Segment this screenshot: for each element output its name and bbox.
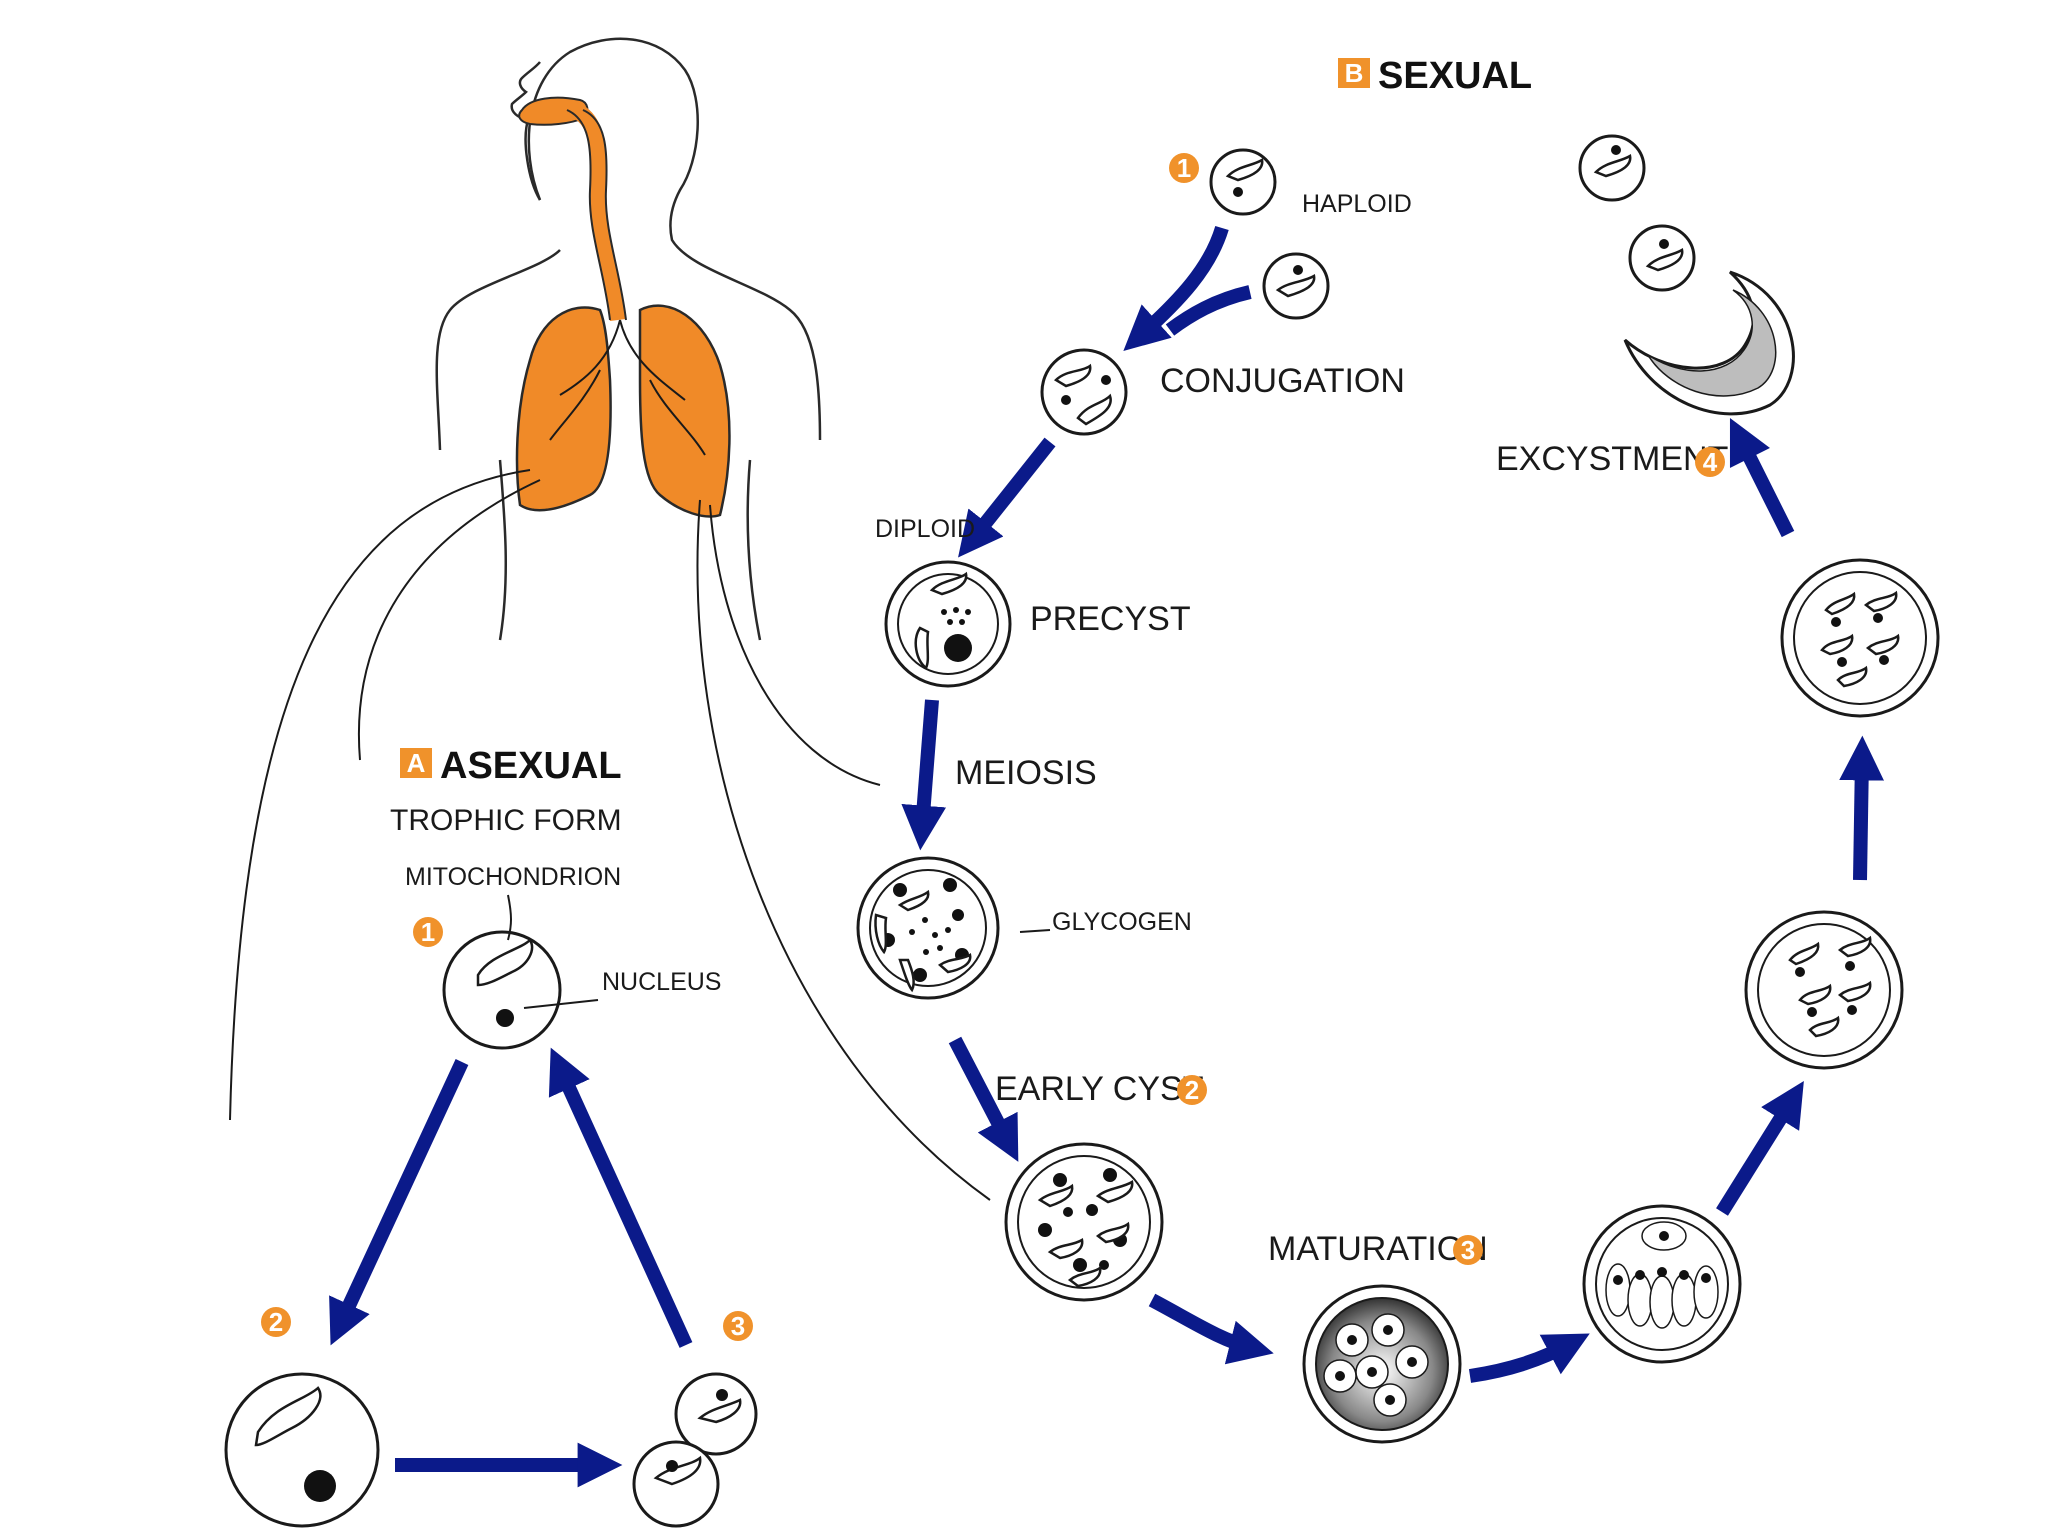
early-cyst-contents	[1037, 1168, 1134, 1288]
arrow-haploid-1-to-conjugation	[1123, 225, 1229, 351]
glycogen-contents	[874, 878, 972, 993]
asexual-subtitle: TROPHIC FORM	[390, 804, 622, 837]
arrow-haploid-2-to-conjugation	[1165, 285, 1252, 336]
conjugation-label: CONJUGATION	[1160, 362, 1405, 400]
trophic-cell	[442, 930, 562, 1050]
asexual-title: ASEXUAL	[440, 745, 622, 787]
releasing-cyst-2	[1780, 558, 1940, 718]
sexual-step-1: 1	[1177, 153, 1191, 183]
arrow-early-cyst-to-maturation	[1148, 1293, 1274, 1365]
sexual-step-4: 4	[1703, 447, 1718, 477]
releasing-cyst-1-contents	[1788, 935, 1872, 1038]
mature-cyst-contents	[1605, 1221, 1719, 1329]
arrow-release-1-to-release-2	[1839, 735, 1885, 881]
conjugating-cell	[1040, 348, 1128, 436]
arrow-release-2-to-excystment	[1729, 417, 1795, 538]
sexual-step-2: 2	[1185, 1075, 1199, 1105]
sexual-header: B SEXUAL	[1338, 55, 1532, 97]
airway	[518, 96, 627, 321]
arrow-maturation-to-mature-cyst	[1468, 1333, 1590, 1383]
arrow-precyst-to-meiosis	[901, 699, 947, 851]
haploid-cell-1	[1209, 148, 1277, 216]
meiosis-label: MEIOSIS	[955, 754, 1097, 792]
releasing-cyst-2-contents	[1820, 590, 1900, 688]
asexual-cycle: MITOCHONDRION NUCLEUS 1 2 3	[224, 863, 758, 1528]
arrow-conjugation-to-precyst	[958, 437, 1056, 558]
asexual-header: A ASEXUAL TROPHIC FORM	[390, 745, 622, 837]
arrow-glycogen-to-early-cyst	[948, 1036, 1019, 1162]
asexual-step-3: 3	[731, 1311, 745, 1341]
asexual-cell-3b	[632, 1440, 720, 1528]
asexual-cell-2	[224, 1372, 380, 1528]
mitochondrion-label: MITOCHONDRION	[405, 863, 621, 891]
early-cyst-label: EARLY CYST	[995, 1070, 1203, 1108]
connector-lines	[229, 469, 991, 1201]
arrow-mature-cyst-to-release	[1716, 1081, 1804, 1216]
maturation-label: MATURATION	[1268, 1230, 1488, 1268]
arrow-3-to-trophic	[548, 1047, 693, 1348]
asexual-step-2: 2	[269, 1307, 283, 1337]
precyst-label: PRECYST	[1030, 600, 1191, 638]
sexual-badge: B	[1345, 58, 1364, 88]
nucleus-label: NUCLEUS	[602, 968, 721, 996]
sexual-cycle: 1 HAPLOID CONJUGATION DIPLOID PRECYST ME…	[856, 134, 1940, 1444]
asexual-step-1: 1	[421, 917, 435, 947]
arrow-trophic-to-2	[329, 1059, 469, 1346]
human-silhouette	[435, 37, 822, 641]
sexual-title: SEXUAL	[1378, 55, 1532, 97]
diploid-label: DIPLOID	[875, 515, 975, 543]
lungs	[515, 304, 731, 518]
maturation-contents	[1323, 1313, 1429, 1417]
early-cyst-cell	[1004, 1142, 1164, 1302]
asexual-badge: A	[407, 748, 426, 778]
sexual-step-3: 3	[1461, 1235, 1475, 1265]
glycogen-label: GLYCOGEN	[1052, 908, 1192, 936]
empty-cyst-crescent	[1623, 270, 1795, 416]
excystment-label: EXCYSTMENT	[1496, 440, 1728, 478]
haploid-label: HAPLOID	[1302, 190, 1412, 218]
